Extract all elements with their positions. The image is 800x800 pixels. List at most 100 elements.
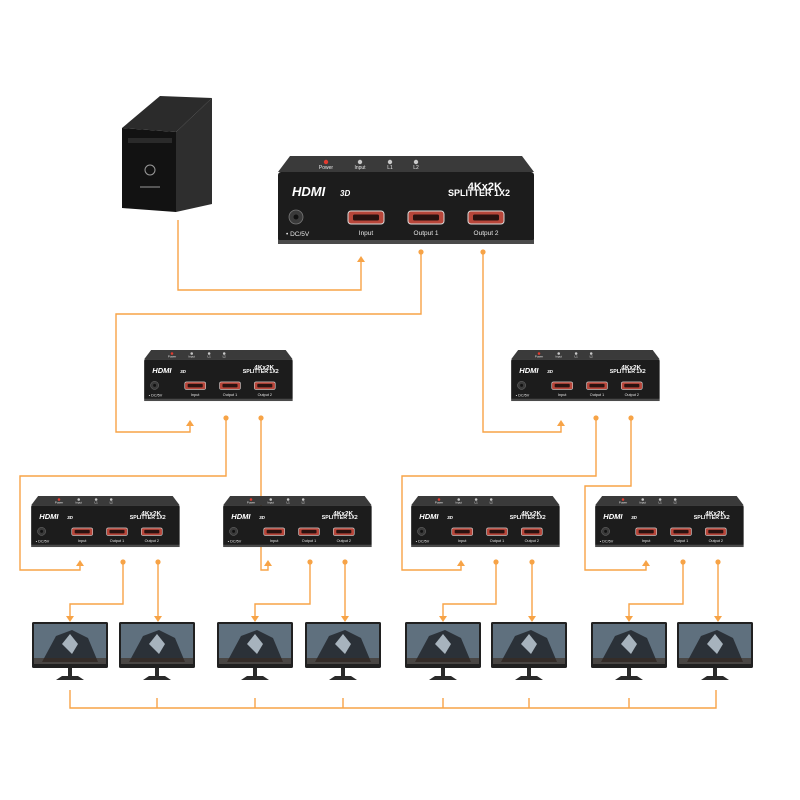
- monitor-neck: [441, 668, 445, 676]
- monitor-neck: [155, 668, 159, 676]
- splitter-front-face: [31, 505, 180, 546]
- indicator-led-input: [641, 498, 644, 501]
- indicator-led-l2: [589, 352, 593, 355]
- arrow-down-icon: [341, 616, 349, 622]
- hdmi-port-slot: [489, 529, 505, 534]
- splitter-front-face: [223, 505, 372, 546]
- splitter-top-face: [223, 496, 372, 506]
- indicator-led-input: [457, 498, 460, 501]
- cable-left-out1: [19, 418, 227, 571]
- brand-badge: [144, 164, 156, 176]
- port-label: Output 1: [223, 393, 237, 397]
- hdmi-port-slot: [74, 529, 90, 534]
- arrow-down-icon: [154, 616, 162, 622]
- 3d-badge: 3D: [67, 515, 74, 520]
- cable-main-out2-to-right: [482, 252, 562, 433]
- hdmi-port-slot: [413, 214, 439, 221]
- indicator-label: Power: [168, 355, 176, 359]
- indicator-label: L1: [95, 501, 99, 505]
- screen-figure-highlight: [149, 634, 165, 654]
- monitor-icon: [677, 622, 753, 680]
- indicator-led-l2: [109, 498, 113, 501]
- indicator-label: Input: [456, 501, 463, 505]
- indicator-label: L1: [575, 355, 579, 359]
- port-label: Output 2: [474, 230, 499, 237]
- screen-figure-highlight: [435, 634, 451, 654]
- indicator-label: Power: [319, 165, 334, 171]
- arrow-up-icon: [76, 560, 84, 566]
- splitter-base-edge: [144, 398, 293, 402]
- indicator-label: L1: [659, 501, 663, 505]
- tower-side: [176, 98, 212, 212]
- splitter-top-face: [31, 496, 180, 506]
- 3d-badge: 3D: [340, 189, 350, 198]
- hdmi-logo: HDMI: [419, 512, 439, 521]
- indicator-led-power: [621, 498, 625, 501]
- indicator-led-l1: [207, 352, 211, 355]
- indicator-label: Input: [268, 501, 275, 505]
- indicator-led-l1: [474, 498, 478, 501]
- drive-bay: [128, 138, 172, 143]
- hdmi-port-slot: [222, 383, 238, 388]
- indicator-led-power: [323, 159, 329, 165]
- cable-main-out1-to-left: [115, 252, 422, 433]
- hdmi-logo: HDMI: [292, 184, 326, 199]
- monitor-neck: [627, 668, 631, 676]
- dc-jack-pin: [293, 214, 299, 220]
- 3d-badge: 3D: [547, 369, 554, 374]
- screen-ground: [493, 658, 565, 664]
- monitor-layer: [32, 622, 753, 680]
- splitter-top-face: [144, 350, 293, 360]
- splitter-front-face: [411, 505, 560, 546]
- hdmi-port-slot: [353, 214, 379, 221]
- tower-top: [122, 96, 212, 132]
- monitor-base: [701, 676, 729, 680]
- arrow-up-icon: [264, 560, 272, 566]
- indicator-led-power: [170, 352, 174, 355]
- arrow-up-icon: [642, 560, 650, 566]
- indicator-label: Input: [76, 501, 83, 505]
- dc-jack-pin: [520, 383, 524, 387]
- indicator-label: L2: [223, 355, 227, 359]
- port-label: Input: [458, 539, 467, 543]
- cable-left-out2: [260, 418, 269, 571]
- hdmi-port-slot: [301, 529, 317, 534]
- indicator-led-l1: [286, 498, 290, 501]
- monitor-neck: [341, 668, 345, 676]
- monitor-icon: [32, 622, 108, 680]
- monitor-base: [241, 676, 269, 680]
- port-label: Output 2: [525, 539, 539, 543]
- hdmi-port-slot: [336, 529, 352, 534]
- monitor-neck: [527, 668, 531, 676]
- model-label: SPLITTER 1X2: [322, 515, 358, 521]
- hdmi-logo: HDMI: [519, 366, 539, 375]
- tower-front: [122, 128, 176, 212]
- 3d-badge: 3D: [631, 515, 638, 520]
- splitter-front-face: [144, 359, 293, 400]
- cable-bottom-4-out1: [628, 562, 684, 616]
- indicator-led-input: [77, 498, 80, 501]
- splitter-top-face: [511, 350, 660, 360]
- monitor-icon: [491, 622, 567, 680]
- monitor-icon: [305, 622, 381, 680]
- screen-ground: [121, 658, 193, 664]
- screen-ground: [593, 658, 665, 664]
- port-label: Input: [642, 539, 651, 543]
- port-label: Output 1: [590, 393, 604, 397]
- indicator-label: L1: [387, 165, 393, 171]
- splitter-base-edge: [411, 544, 560, 548]
- arrow-down-icon: [251, 616, 259, 622]
- indicator-label: L1: [287, 501, 291, 505]
- monitor-icon: [119, 622, 195, 680]
- monitor-neck: [253, 668, 257, 676]
- splitter-front-face: [511, 359, 660, 400]
- indicator-label: Input: [640, 501, 647, 505]
- resolution-label: 4Kx2K: [141, 511, 161, 518]
- screen-figure-highlight: [335, 634, 351, 654]
- port-label: Output 2: [337, 539, 351, 543]
- screen-figure-highlight: [707, 634, 723, 654]
- indicator-led-power: [437, 498, 441, 501]
